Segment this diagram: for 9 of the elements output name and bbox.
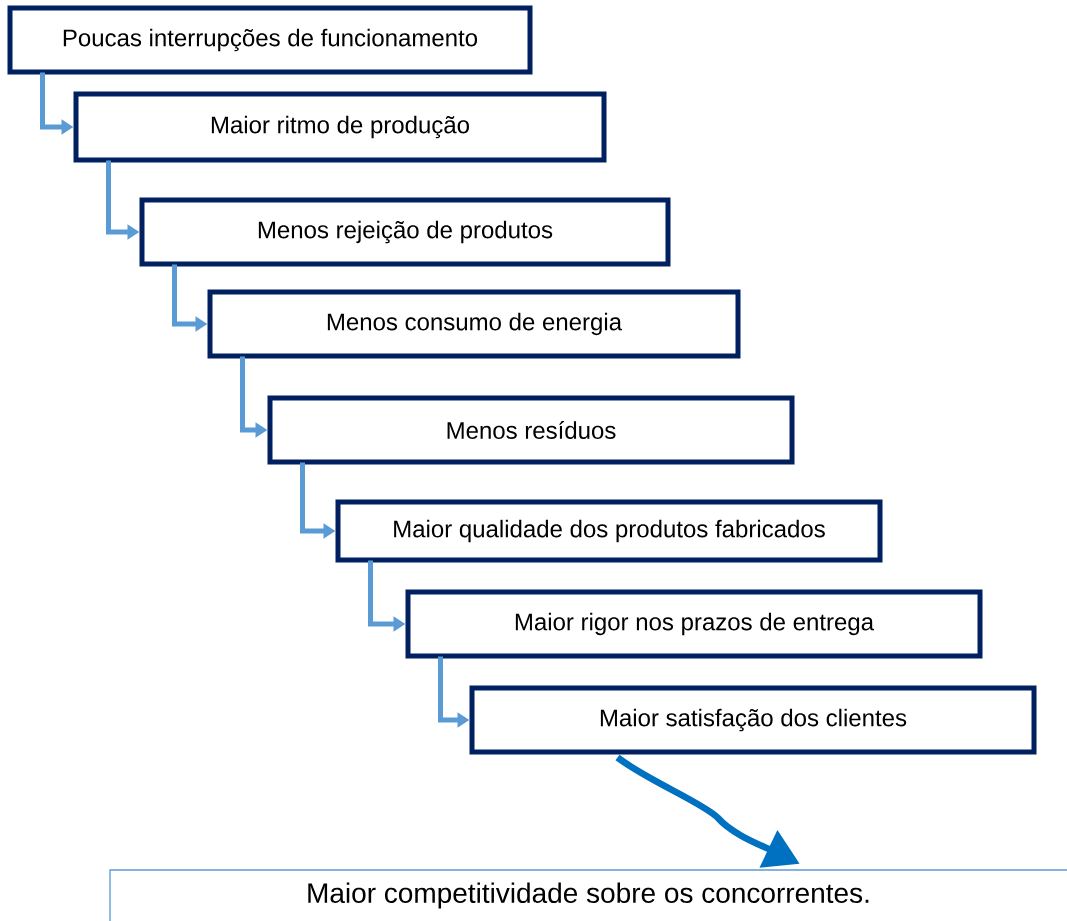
result-box: Maior competitividade sobre os concorrentes. [109,869,1067,921]
step-box: Maior rigor nos prazos de entrega [405,589,983,659]
step-box: Menos consumo de energia [207,289,741,359]
step-box: Maior qualidade dos produtos fabricados [335,499,883,563]
step-box: Menos rejeição de produtos [139,197,671,267]
step-box: Poucas interrupções de funcionamento [7,5,533,75]
step-box: Maior ritmo de produção [73,91,607,163]
step-box: Menos resíduos [267,395,795,465]
step-box: Maior satisfação dos clientes [469,685,1037,755]
